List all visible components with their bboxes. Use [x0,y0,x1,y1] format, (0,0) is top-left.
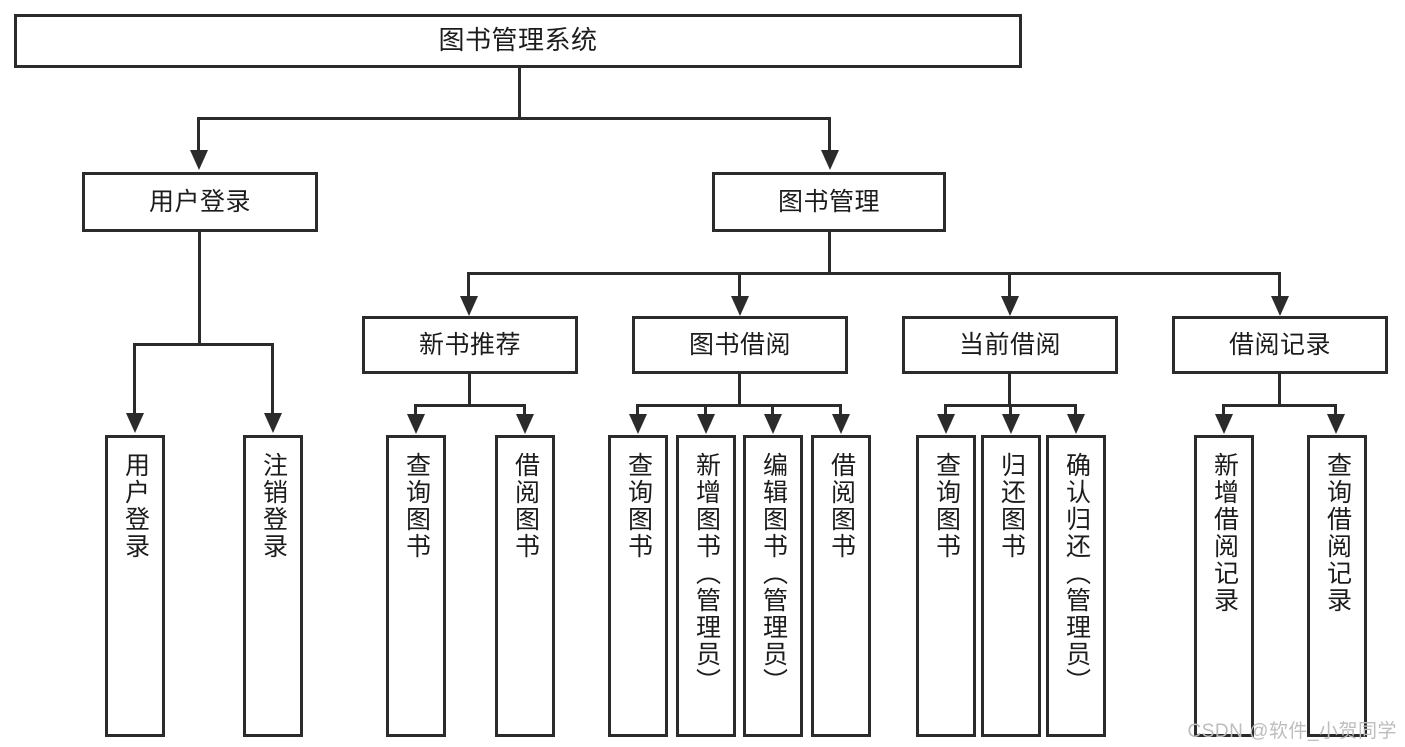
connector-book-mgmt-bus [467,272,1281,275]
connector-new-book-drop-1 [414,404,417,415]
node-user-login: 用户登录 [82,172,318,232]
node-label: 归还图书 [997,452,1026,560]
node-label: 查询图书 [932,452,961,560]
connector-book-borrow-drop-2 [704,404,707,415]
connector-book-borrow-drop-4 [839,404,842,415]
node-label: 图书管理 [777,188,880,216]
node-label: 查询借阅记录 [1323,452,1352,614]
node-label: 确认归还（管理员） [1062,452,1091,695]
node-label: 当前借阅 [958,331,1061,359]
connector-book-borrow-bus [636,404,842,407]
arrow-book-borrow-leaf-1 [629,414,647,434]
connector-book-borrow-drop-3 [771,404,774,415]
node-label: 图书管理系统 [438,25,598,56]
node-current-borrow: 当前借阅 [902,316,1118,374]
connector-new-book-stem [468,374,471,406]
node-label: 编辑图书（管理员） [759,452,788,695]
leaf-book-borrow-borrow: 借阅图书 [811,435,871,737]
node-label: 用户登录 [148,188,251,216]
arrow-to-current-borrow [1001,296,1019,316]
node-label: 新增借阅记录 [1210,452,1239,614]
arrow-book-borrow-leaf-4 [832,414,850,434]
node-label: 借阅图书 [827,452,856,560]
leaf-book-borrow-query: 查询图书 [608,435,668,737]
node-label: 新增图书（管理员） [692,452,721,695]
connector-current-borrow-stem [1008,374,1011,406]
connector-borrow-record-drop-2 [1334,404,1337,415]
node-borrow-record: 借阅记录 [1172,316,1388,374]
node-label: 借阅记录 [1228,331,1331,359]
arrow-root-to-book-mgmt [821,150,839,170]
leaf-user-login-logout: 注销登录 [243,435,303,737]
leaf-current-borrow-query: 查询图书 [916,435,976,737]
arrow-borrow-record-leaf-1 [1215,414,1233,434]
leaf-current-borrow-return: 归还图书 [981,435,1041,737]
arrow-user-login-leaf-1 [126,413,144,433]
arrow-borrow-record-leaf-2 [1327,414,1345,434]
node-book-borrow: 图书借阅 [632,316,848,374]
arrow-new-book-leaf-2 [516,414,534,434]
connector-new-book-drop-2 [523,404,526,415]
node-book-management: 图书管理 [712,172,946,232]
leaf-new-book-query: 查询图书 [386,435,446,737]
arrow-current-borrow-leaf-2 [1002,414,1020,434]
node-label: 查询图书 [402,452,431,560]
connector-book-borrow-stem [738,374,741,406]
connector-current-borrow-drop-3 [1074,404,1077,415]
leaf-book-borrow-add: 新增图书（管理员） [676,435,736,737]
connector-user-login-drop-1 [133,343,136,414]
connector-book-mgmt-drop-3 [1008,272,1011,297]
arrow-to-borrow-record [1271,296,1289,316]
connector-user-login-drop-2 [271,343,274,414]
connector-borrow-record-stem [1278,374,1281,406]
node-label: 图书借阅 [688,331,791,359]
connector-root-to-user-login [197,117,200,151]
connector-book-mgmt-drop-1 [467,272,470,297]
leaf-borrow-record-query: 查询借阅记录 [1307,435,1367,737]
node-label: 借阅图书 [511,452,540,560]
node-root-system: 图书管理系统 [14,14,1022,68]
connector-user-login-stem [198,232,201,346]
node-label: 用户登录 [121,452,150,560]
node-label: 注销登录 [259,452,288,560]
connector-current-borrow-drop-1 [944,404,947,415]
leaf-new-book-borrow: 借阅图书 [495,435,555,737]
arrow-to-book-borrow [731,296,749,316]
leaf-borrow-record-add: 新增借阅记录 [1194,435,1254,737]
connector-root-stem [518,68,521,117]
arrow-new-book-leaf-1 [407,414,425,434]
arrow-current-borrow-leaf-3 [1067,414,1085,434]
node-new-book-recommend: 新书推荐 [362,316,578,374]
csdn-watermark: CSDN @软件_小贺同学 [1187,721,1397,742]
leaf-current-borrow-confirm: 确认归还（管理员） [1046,435,1106,737]
node-label: 查询图书 [624,452,653,560]
connector-book-mgmt-drop-4 [1278,272,1281,297]
arrow-book-borrow-leaf-3 [764,414,782,434]
connector-new-book-bus [414,404,526,407]
connector-book-mgmt-drop-2 [738,272,741,297]
arrow-to-new-book-recommend [460,296,478,316]
leaf-book-borrow-edit: 编辑图书（管理员） [743,435,803,737]
connector-user-login-bus [133,343,273,346]
arrow-book-borrow-leaf-2 [697,414,715,434]
node-label: 新书推荐 [418,331,521,359]
connector-current-borrow-drop-2 [1009,404,1012,415]
arrow-user-login-leaf-2 [264,413,282,433]
connector-book-borrow-drop-1 [636,404,639,415]
arrow-current-borrow-leaf-1 [937,414,955,434]
connector-book-mgmt-stem [828,232,831,274]
connector-borrow-record-bus [1222,404,1337,407]
connector-root-bus [197,117,831,120]
connector-root-to-book-mgmt [828,117,831,151]
arrow-root-to-user-login [190,150,208,170]
connector-borrow-record-drop-1 [1222,404,1225,415]
leaf-user-login-login: 用户登录 [105,435,165,737]
